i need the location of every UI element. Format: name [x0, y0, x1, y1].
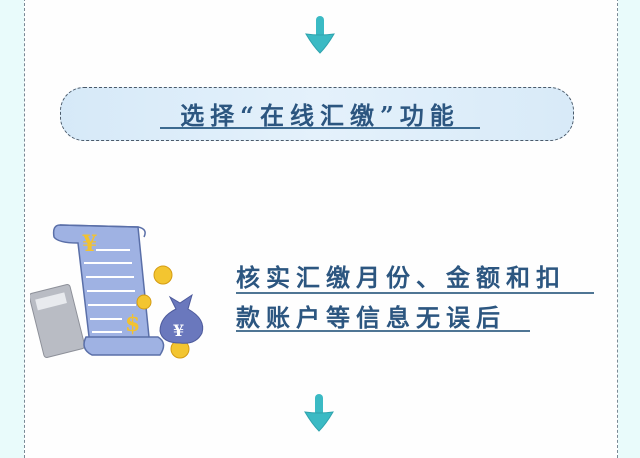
payment-illustration: ¥ $ ¥	[30, 224, 204, 359]
svg-text:¥: ¥	[82, 231, 97, 257]
step-title: 选择“在线汇缴”功能	[180, 101, 460, 130]
description-line-1: 核实汇缴月份、金额和扣	[236, 263, 566, 292]
svg-text:¥: ¥	[173, 321, 184, 340]
step-title-underline	[160, 127, 480, 129]
svg-text:$: $	[125, 311, 140, 337]
description-line-2: 款账户等信息无误后	[236, 303, 506, 332]
scroll-receipt-icon: ¥ $	[52, 224, 165, 356]
money-bag-icon: ¥	[159, 293, 204, 344]
calculator-icon	[30, 284, 86, 358]
coin-icon	[136, 265, 190, 359]
step-pill	[60, 87, 574, 141]
description-underline-2	[236, 330, 530, 332]
description-underline-1	[236, 292, 594, 294]
down-arrow-icon	[305, 16, 335, 54]
down-arrow-icon	[304, 394, 334, 432]
